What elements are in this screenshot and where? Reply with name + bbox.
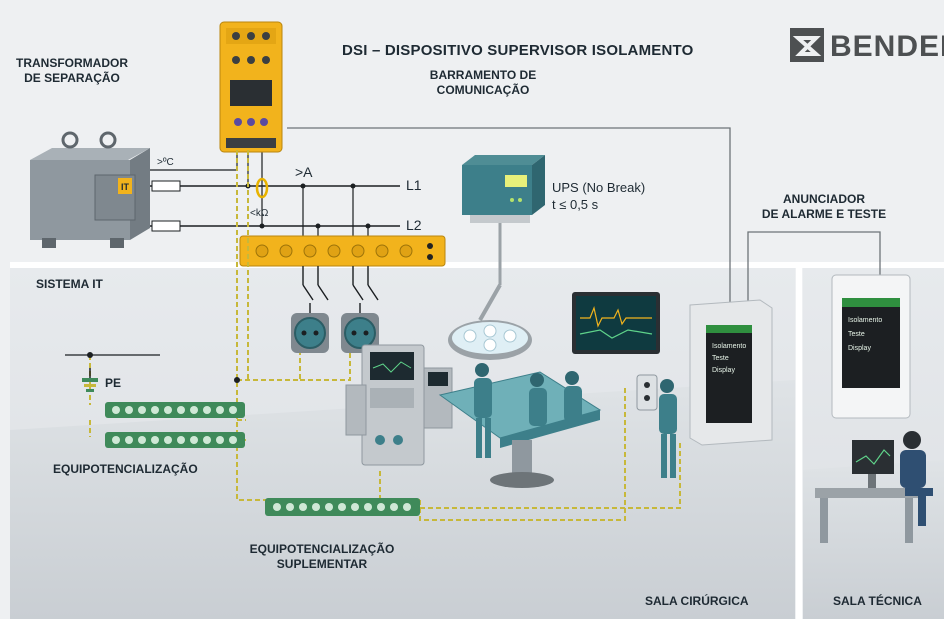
ups-unit (462, 155, 545, 285)
anesthesia-machine (345, 344, 453, 466)
circuit-switches (302, 266, 379, 315)
fuse-l1 (151, 180, 181, 192)
ups-label-1: UPS (No Break) (552, 180, 646, 195)
surgical-lamp (448, 284, 532, 360)
it-badge-text: IT (121, 182, 130, 192)
current-transformer (255, 177, 269, 199)
equipment-column (636, 374, 658, 411)
bus-label-2: COMUNICAÇÃO (436, 83, 530, 97)
line1-label: L1 (406, 177, 422, 193)
supplementary-equipotential-bar (265, 498, 420, 516)
technician-workstation (815, 431, 933, 543)
communication-bus-line (287, 127, 731, 310)
current-label: >A (295, 164, 313, 180)
outlet-2 (341, 313, 379, 353)
equipotential-bar-2 (105, 432, 245, 448)
temp-label: >ºC (157, 157, 174, 168)
bender-logo-mark (790, 28, 824, 62)
vital-signs-monitor (572, 292, 660, 354)
page-title: DSI – DISPOSITIVO SUPERVISOR ISOLAMENTO (342, 42, 694, 59)
fuse-l2 (151, 220, 181, 232)
supplementary-label-1: EQUIPOTENCIALIZAÇÃO (249, 542, 395, 556)
annunciator-row-1: Isolamento (712, 343, 746, 350)
annunciator-label-2: DE ALARME E TESTE (761, 207, 887, 221)
bus-label-1: BARRAMENTO DE (429, 68, 537, 82)
annunciator-label-1: ANUNCIADOR (783, 192, 865, 206)
annunciator-row-3: Display (712, 367, 735, 374)
pe-label: PE (105, 376, 122, 390)
ground-symbol (82, 368, 98, 392)
ups-label-2: t ≤ 0,5 s (552, 197, 599, 212)
annunciator-bus-line (747, 231, 881, 310)
surgical-team (474, 363, 677, 478)
tech-annunciator-row-2: Teste (848, 331, 865, 338)
line2-label: L2 (406, 217, 422, 233)
surgery-room-label: SALA CIRÚRGICA (645, 594, 749, 608)
it-system-label: SISTEMA IT (36, 277, 103, 291)
breaker-rail (239, 235, 446, 267)
equipotential-bar-1 (105, 402, 245, 418)
tech-annunciator-row-1: Isolamento (848, 317, 882, 324)
supplementary-label-2: SUPLEMENTAR (276, 557, 368, 571)
equipotential-label: EQUIPOTENCIALIZAÇÃO (53, 462, 198, 476)
it-badge (118, 178, 132, 194)
outlet-1 (291, 313, 329, 353)
dsi-device (219, 21, 283, 153)
transformer-label-1: TRANSFORMADOR (16, 56, 128, 70)
annunciator-panel-technical: Isolamento Teste Display (831, 274, 911, 419)
annunciator-row-2: Teste (712, 355, 729, 362)
isolation-transformer: IT (30, 131, 150, 248)
transformer-label-2: DE SEPARAÇÃO (24, 71, 120, 85)
resistance-label: <kΩ (250, 208, 269, 219)
tech-annunciator-row-3: Display (848, 345, 871, 352)
brand-name: BENDER (830, 30, 944, 63)
brand-logo: BENDER (790, 30, 944, 64)
technical-room-label: SALA TÉCNICA (833, 594, 922, 608)
annunciator-panel-surgery: Isolamento Teste Display (689, 299, 773, 446)
